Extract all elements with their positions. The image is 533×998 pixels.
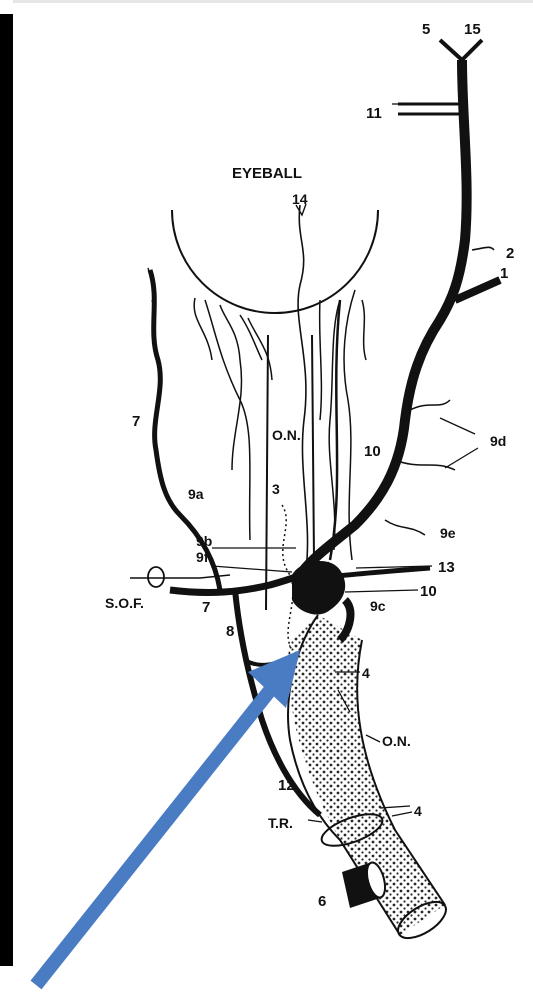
- label-9f: 9f: [196, 549, 209, 565]
- branch-15: [462, 40, 482, 60]
- label-4-upper: 4: [362, 665, 370, 681]
- branches-9e: [385, 520, 425, 535]
- label-8: 8: [226, 623, 234, 640]
- label-5: 5: [422, 21, 430, 38]
- central-retinal-vessel: [298, 205, 307, 570]
- label-2: 2: [506, 245, 514, 262]
- label-10-lower: 10: [420, 583, 437, 600]
- label-9c: 9c: [370, 598, 386, 614]
- label-11: 11: [366, 105, 382, 122]
- label-9d: 9d: [490, 433, 506, 449]
- branch-11: [398, 104, 465, 114]
- eyeball-outline: [172, 210, 378, 313]
- label-10-upper: 10: [364, 443, 381, 460]
- branch-1: [455, 280, 500, 300]
- branch-5: [440, 40, 462, 60]
- label-on-lower: O.N.: [382, 733, 411, 749]
- label-6: 6: [318, 893, 326, 910]
- label-eyeball: EYEBALL: [232, 165, 302, 182]
- label-9a: 9a: [188, 486, 204, 502]
- label-14: 14: [292, 191, 308, 207]
- label-9e: 9e: [440, 525, 456, 541]
- label-7-lower: 7: [202, 599, 210, 616]
- vessel-junction: [292, 561, 345, 615]
- label-7-upper: 7: [132, 413, 140, 430]
- main-artery-trunk: [300, 60, 467, 575]
- label-3: 3: [272, 481, 280, 497]
- vessel-10: [330, 300, 340, 560]
- label-1: 1: [500, 265, 508, 282]
- label-4-lower: 4: [414, 803, 422, 819]
- label-13: 13: [438, 559, 455, 576]
- sof-ring: [148, 567, 164, 587]
- label-on-upper: O.N.: [272, 427, 301, 443]
- label-9b: 9b: [196, 533, 212, 549]
- branch-2: [472, 247, 494, 250]
- label-tr: T.R.: [268, 815, 293, 831]
- label-sof: S.O.F.: [105, 595, 144, 611]
- ciliary-vessels: [194, 290, 366, 560]
- blue-pointer-arrow: [36, 650, 300, 985]
- label-12: 12: [278, 777, 295, 794]
- label-15: 15: [464, 21, 481, 38]
